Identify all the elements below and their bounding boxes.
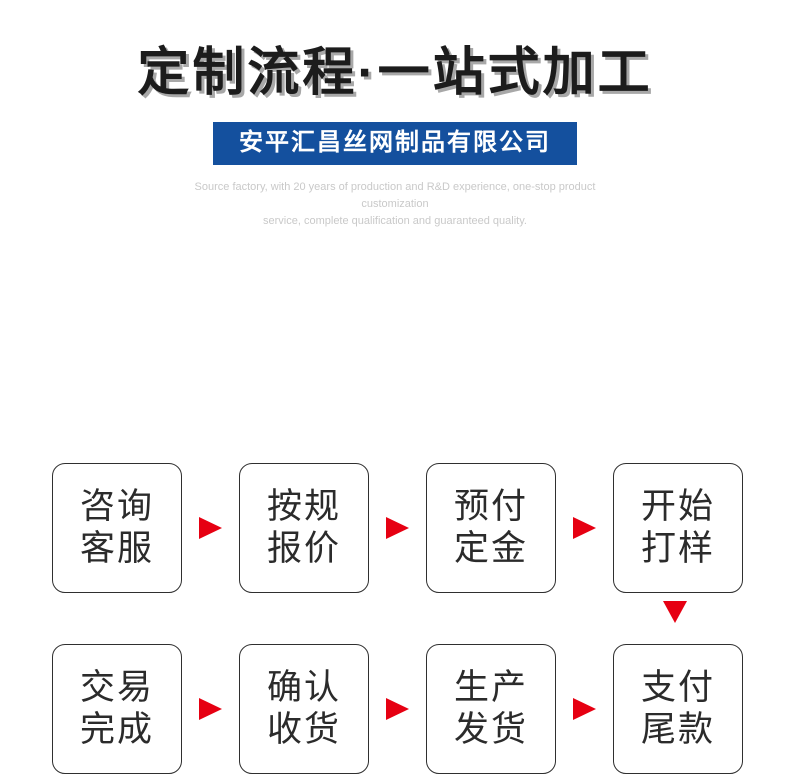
step-box-1[interactable]: 咨询 客服 bbox=[52, 463, 182, 593]
arrow-gap-3 bbox=[556, 517, 613, 539]
step-box-3-line-1: 预付 bbox=[453, 487, 528, 526]
row-connector bbox=[663, 601, 689, 627]
subtitle-block: Source factory, with 20 years of product… bbox=[160, 179, 630, 230]
step-box-6-line-2: 发货 bbox=[453, 710, 528, 749]
step-box-2[interactable]: 按规 报价 bbox=[239, 463, 369, 593]
step-box-3-line-2: 定金 bbox=[453, 529, 528, 568]
subtitle-line-2: service, complete qualification and guar… bbox=[263, 215, 527, 227]
company-name-banner: 安平汇昌丝网制品有限公司 bbox=[213, 122, 577, 165]
arrow-gap-2 bbox=[369, 517, 426, 539]
arrow-gap-5 bbox=[369, 698, 426, 720]
triangle-right-icon bbox=[573, 698, 596, 720]
step-box-1-line-2: 客服 bbox=[79, 529, 154, 568]
triangle-right-icon bbox=[573, 517, 596, 539]
step-box-4-line-2: 打样 bbox=[640, 529, 715, 568]
triangle-right-icon bbox=[386, 698, 409, 720]
step-box-8-line-2: 完成 bbox=[79, 710, 154, 749]
step-box-4[interactable]: 开始 打样 bbox=[613, 463, 743, 593]
step-box-6[interactable]: 生产 发货 bbox=[426, 644, 556, 774]
step-box-5-line-1: 支付 bbox=[640, 668, 715, 707]
company-banner-wrap: 安平汇昌丝网制品有限公司 bbox=[0, 122, 790, 165]
flow-row-bottom: 交易 完成 确认 收货 生产 发货 支付 尾款 bbox=[0, 644, 790, 774]
step-box-2-line-1: 按规 bbox=[266, 487, 341, 526]
step-box-6-line-1: 生产 bbox=[453, 668, 528, 707]
triangle-right-icon bbox=[199, 698, 222, 720]
arrow-gap-6 bbox=[556, 698, 613, 720]
step-box-5-line-2: 尾款 bbox=[640, 710, 715, 749]
subtitle-line-1: Source factory, with 20 years of product… bbox=[194, 181, 596, 210]
triangle-down-icon bbox=[663, 601, 687, 623]
step-box-3[interactable]: 预付 定金 bbox=[426, 463, 556, 593]
step-box-8-line-1: 交易 bbox=[79, 668, 154, 707]
step-box-2-line-2: 报价 bbox=[266, 529, 341, 568]
flow-row-top: 咨询 客服 按规 报价 预付 定金 开始 打样 bbox=[0, 463, 790, 593]
step-box-7-line-2: 收货 bbox=[266, 710, 341, 749]
arrow-gap-1 bbox=[182, 517, 239, 539]
triangle-right-icon bbox=[386, 517, 409, 539]
step-box-4-line-1: 开始 bbox=[640, 487, 715, 526]
triangle-right-icon bbox=[199, 517, 222, 539]
page-title: 定制流程·一站式加工 bbox=[137, 44, 653, 102]
step-box-5[interactable]: 支付 尾款 bbox=[613, 644, 743, 774]
step-box-7[interactable]: 确认 收货 bbox=[239, 644, 369, 774]
arrow-gap-4 bbox=[182, 698, 239, 720]
step-box-1-line-1: 咨询 bbox=[79, 487, 154, 526]
step-box-8[interactable]: 交易 完成 bbox=[52, 644, 182, 774]
step-box-7-line-1: 确认 bbox=[266, 668, 341, 707]
page-header: 定制流程·一站式加工 安平汇昌丝网制品有限公司 Source factory, … bbox=[0, 0, 790, 230]
